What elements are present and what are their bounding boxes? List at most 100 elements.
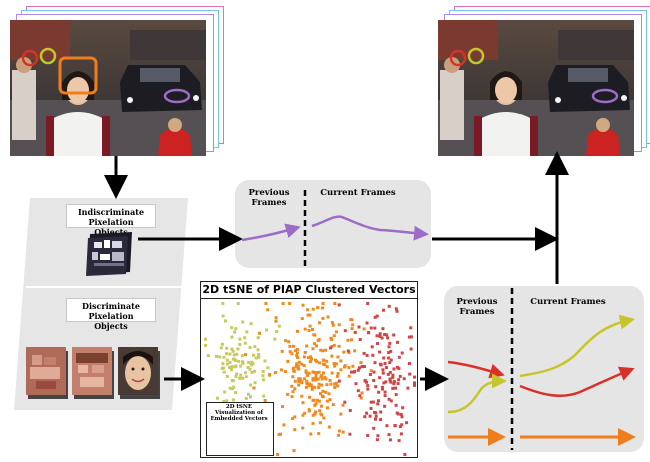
tsne-point-yellow xyxy=(261,378,265,382)
tsne-point-orange xyxy=(342,350,346,354)
tsne-point-yellow xyxy=(228,352,232,356)
tsne-point-red xyxy=(387,356,391,360)
tsne-point-red xyxy=(389,380,393,384)
tsne-point-red xyxy=(403,453,407,456)
indiscriminate-track-panel xyxy=(235,180,431,268)
tsne-point-orange xyxy=(279,368,283,372)
tsne-point-orange xyxy=(347,366,351,370)
tsne-point-yellow xyxy=(232,385,236,389)
tsne-point-red xyxy=(393,424,397,428)
tsne-point-orange xyxy=(295,351,299,355)
tsne-point-orange xyxy=(280,349,284,353)
tsne-point-orange xyxy=(291,417,295,421)
tsne-point-orange xyxy=(331,403,335,407)
tsne-point-red xyxy=(384,366,388,369)
tsne-point-orange xyxy=(317,370,321,374)
tsne-point-orange xyxy=(308,382,311,386)
tsne-point-yellow xyxy=(230,347,234,351)
tsne-point-red xyxy=(365,353,369,357)
tsne-point-orange xyxy=(312,398,316,402)
tsne-point-red xyxy=(366,384,370,388)
tsne-point-orange xyxy=(310,387,314,391)
tsne-point-yellow xyxy=(206,354,210,358)
tsne-point-red xyxy=(358,338,362,341)
tsne-point-red xyxy=(360,365,364,368)
tsne-point-orange xyxy=(303,327,307,331)
tsne-point-orange xyxy=(274,316,278,320)
tsne-point-yellow xyxy=(234,391,237,395)
tsne-point-red xyxy=(398,425,402,429)
tsne-point-red xyxy=(381,327,385,331)
tsne-point-orange xyxy=(288,350,292,354)
tsne-point-red xyxy=(384,380,388,384)
tsne-point-yellow xyxy=(234,327,238,331)
tsne-point-red xyxy=(376,402,380,406)
tsne-point-red xyxy=(343,329,347,333)
tsne-point-orange xyxy=(303,351,307,354)
tsne-point-orange xyxy=(305,379,309,383)
tsne-point-yellow xyxy=(229,368,233,372)
tsne-point-orange xyxy=(337,344,341,348)
tsne-point-red xyxy=(399,412,403,416)
tsne-point-red xyxy=(400,423,404,427)
tsne-point-yellow xyxy=(251,362,255,366)
tsne-point-orange xyxy=(282,423,286,427)
tsne-point-red xyxy=(388,438,392,442)
tsne-point-orange xyxy=(341,403,345,407)
tsne-point-red xyxy=(397,355,401,359)
tsne-point-yellow xyxy=(248,367,252,371)
tsne-point-yellow xyxy=(249,383,253,387)
tsne-point-yellow xyxy=(237,359,241,363)
tsne-point-red xyxy=(409,347,413,351)
tsne-point-orange xyxy=(293,387,297,391)
tsne-point-orange xyxy=(290,352,294,356)
tsne-point-orange xyxy=(360,391,364,395)
tsne-point-red xyxy=(383,404,387,408)
tsne-point-orange xyxy=(329,382,333,386)
tsne-point-orange xyxy=(305,374,309,378)
tsne-point-yellow xyxy=(257,353,261,357)
tsne-point-red xyxy=(381,368,385,372)
tsne-point-yellow xyxy=(249,363,253,367)
tsne-point-yellow xyxy=(234,365,238,369)
top-current-frames-label: Current Frames xyxy=(320,188,396,198)
tsne-point-orange xyxy=(321,316,325,320)
tsne-point-orange xyxy=(306,356,310,360)
tsne-point-red xyxy=(379,418,383,421)
tsne-point-orange xyxy=(284,339,288,343)
tsne-point-orange xyxy=(330,321,334,324)
tsne-point-orange xyxy=(326,315,330,319)
input-street-photo xyxy=(10,20,206,156)
tsne-point-yellow xyxy=(231,357,235,361)
tsne-point-red xyxy=(395,365,399,369)
tsne-point-orange xyxy=(317,338,321,342)
tsne-point-orange xyxy=(300,317,304,321)
tsne-point-yellow xyxy=(263,359,267,363)
tsne-point-orange xyxy=(347,351,351,355)
tsne-point-red xyxy=(397,378,401,382)
tsne-point-yellow xyxy=(221,302,225,305)
tsne-point-red xyxy=(389,399,393,403)
tsne-point-red xyxy=(379,362,382,366)
tsne-point-orange xyxy=(276,453,279,456)
tsne-point-red xyxy=(396,340,399,344)
tsne-point-orange xyxy=(297,367,301,371)
tsne-point-orange xyxy=(332,343,336,347)
tsne-point-orange xyxy=(305,382,309,385)
tsne-point-orange xyxy=(307,384,311,388)
tsne-point-red xyxy=(365,380,368,384)
purple-track-curr xyxy=(311,215,429,241)
tsne-point-yellow xyxy=(204,337,207,341)
tsne-point-red xyxy=(400,351,404,355)
tsne-point-orange xyxy=(335,381,338,385)
tsne-point-red xyxy=(362,365,366,368)
tsne-point-orange xyxy=(308,395,312,399)
tsne-point-yellow xyxy=(228,366,232,369)
tsne-point-orange xyxy=(333,364,337,368)
yellow-track-curr xyxy=(519,314,635,378)
tsne-point-red xyxy=(402,377,406,381)
tsne-point-orange xyxy=(350,327,354,331)
tsne-point-red xyxy=(385,424,389,428)
tsne-point-orange xyxy=(313,333,317,337)
